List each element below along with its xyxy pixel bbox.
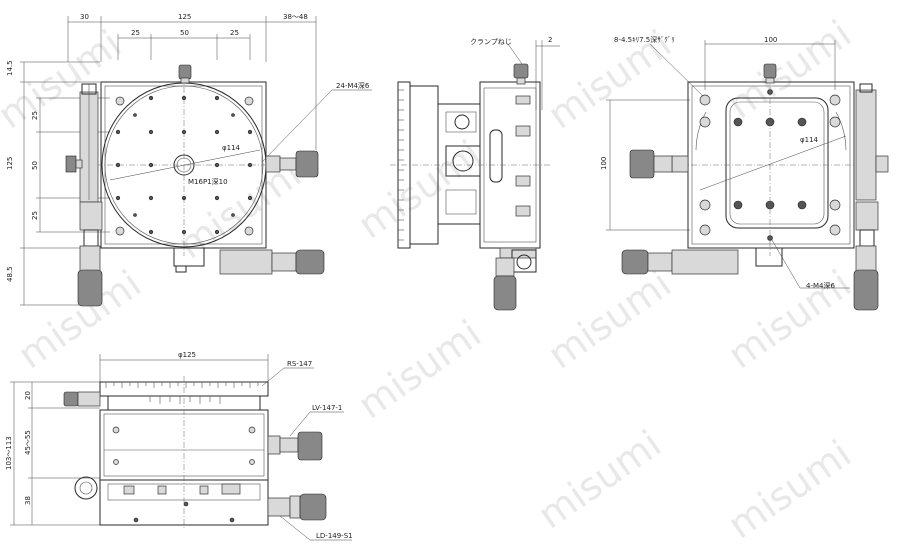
bottom-view: φ125 103〜113 20 45〜55 38: [5, 351, 353, 541]
adjust-knob: [629, 149, 655, 179]
tapped-holes: [115, 95, 253, 235]
watermark: misumi: [720, 12, 859, 128]
dim-103-113: 103〜113: [5, 436, 13, 470]
part-lv: LV-147-1: [312, 404, 342, 412]
dim-50: 50: [180, 29, 189, 37]
micrometer-head: [493, 275, 517, 311]
dim-125-left: 125: [6, 157, 14, 170]
dim-100-top: 100: [764, 36, 777, 44]
lock-wheel: [74, 476, 98, 500]
part-ld: LD-149-S1: [316, 532, 353, 540]
watermark-group: misumi misumi misumi misumi misumi misum…: [0, 12, 859, 548]
micrometer-head: [621, 249, 649, 275]
counterbore-holes: [699, 94, 841, 236]
clamp-label: クランプねじ: [470, 38, 512, 46]
dim-25-left-a: 25: [31, 111, 39, 120]
dim-2: 2: [548, 36, 552, 44]
micrometer-head: [77, 269, 103, 307]
dim-25-left-b: 25: [31, 211, 39, 220]
watermark: misumi: [540, 262, 679, 378]
corner-screw: [115, 226, 125, 236]
corner-screw: [115, 96, 125, 106]
circle-dia-label: φ114: [800, 136, 819, 144]
recess: [725, 97, 829, 229]
circle-dia-label: φ114: [222, 144, 241, 152]
adjust-knob: [297, 431, 323, 461]
watermark: misumi: [720, 432, 859, 548]
hole-callout: 24-M4深6: [336, 81, 370, 90]
cbore-label: 8-4.5ｷﾘ7.5深ｻﾞｸﾞﾘ: [614, 35, 675, 44]
corner-screw: [244, 96, 254, 106]
dim-30: 30: [80, 13, 89, 21]
micrometer-head: [853, 269, 879, 311]
dim-20: 20: [24, 391, 32, 400]
clamp-knob: [513, 63, 529, 79]
watermark: misumi: [350, 132, 489, 248]
clamp-knob: [63, 391, 79, 407]
micrometer-head: [295, 249, 325, 275]
dim-48-5: 48.5: [6, 266, 14, 282]
dim-38: 38: [24, 496, 32, 505]
watermark: misumi: [0, 22, 129, 138]
dim-25-a: 25: [131, 29, 140, 37]
dim-125: 125: [178, 13, 191, 21]
dim-14-5: 14.5: [6, 60, 14, 76]
dim-100-left: 100: [600, 157, 608, 170]
dim-45-55: 45〜55: [24, 430, 32, 455]
watermark: misumi: [350, 312, 489, 428]
top-right-view: 8-4.5ｷﾘ7.5深ｻﾞｸﾞﾘ 100 100: [600, 35, 889, 311]
corner-screw: [244, 226, 254, 236]
tap-label: 4-M4深6: [806, 281, 835, 290]
center-hole-label: M16P1深10: [188, 177, 228, 186]
clamp-knob: [178, 64, 192, 80]
adjust-knob: [295, 150, 319, 178]
watermark: misumi: [530, 422, 669, 538]
dia-125-label: φ125: [178, 351, 196, 359]
watermark: misumi: [720, 262, 859, 378]
top-middle-view: クランプねじ 2: [390, 36, 560, 311]
dim-38-48: 38〜48: [283, 13, 308, 21]
dim-50-left: 50: [31, 161, 39, 170]
micrometer-head: [299, 493, 327, 521]
dim-25-b: 25: [230, 29, 239, 37]
clamp-knob: [763, 63, 777, 79]
top-left-view: 30 125 38〜48 25 50 25 14.5 125 48.5 25 5…: [6, 13, 372, 307]
part-rs: RS-147: [287, 360, 312, 368]
